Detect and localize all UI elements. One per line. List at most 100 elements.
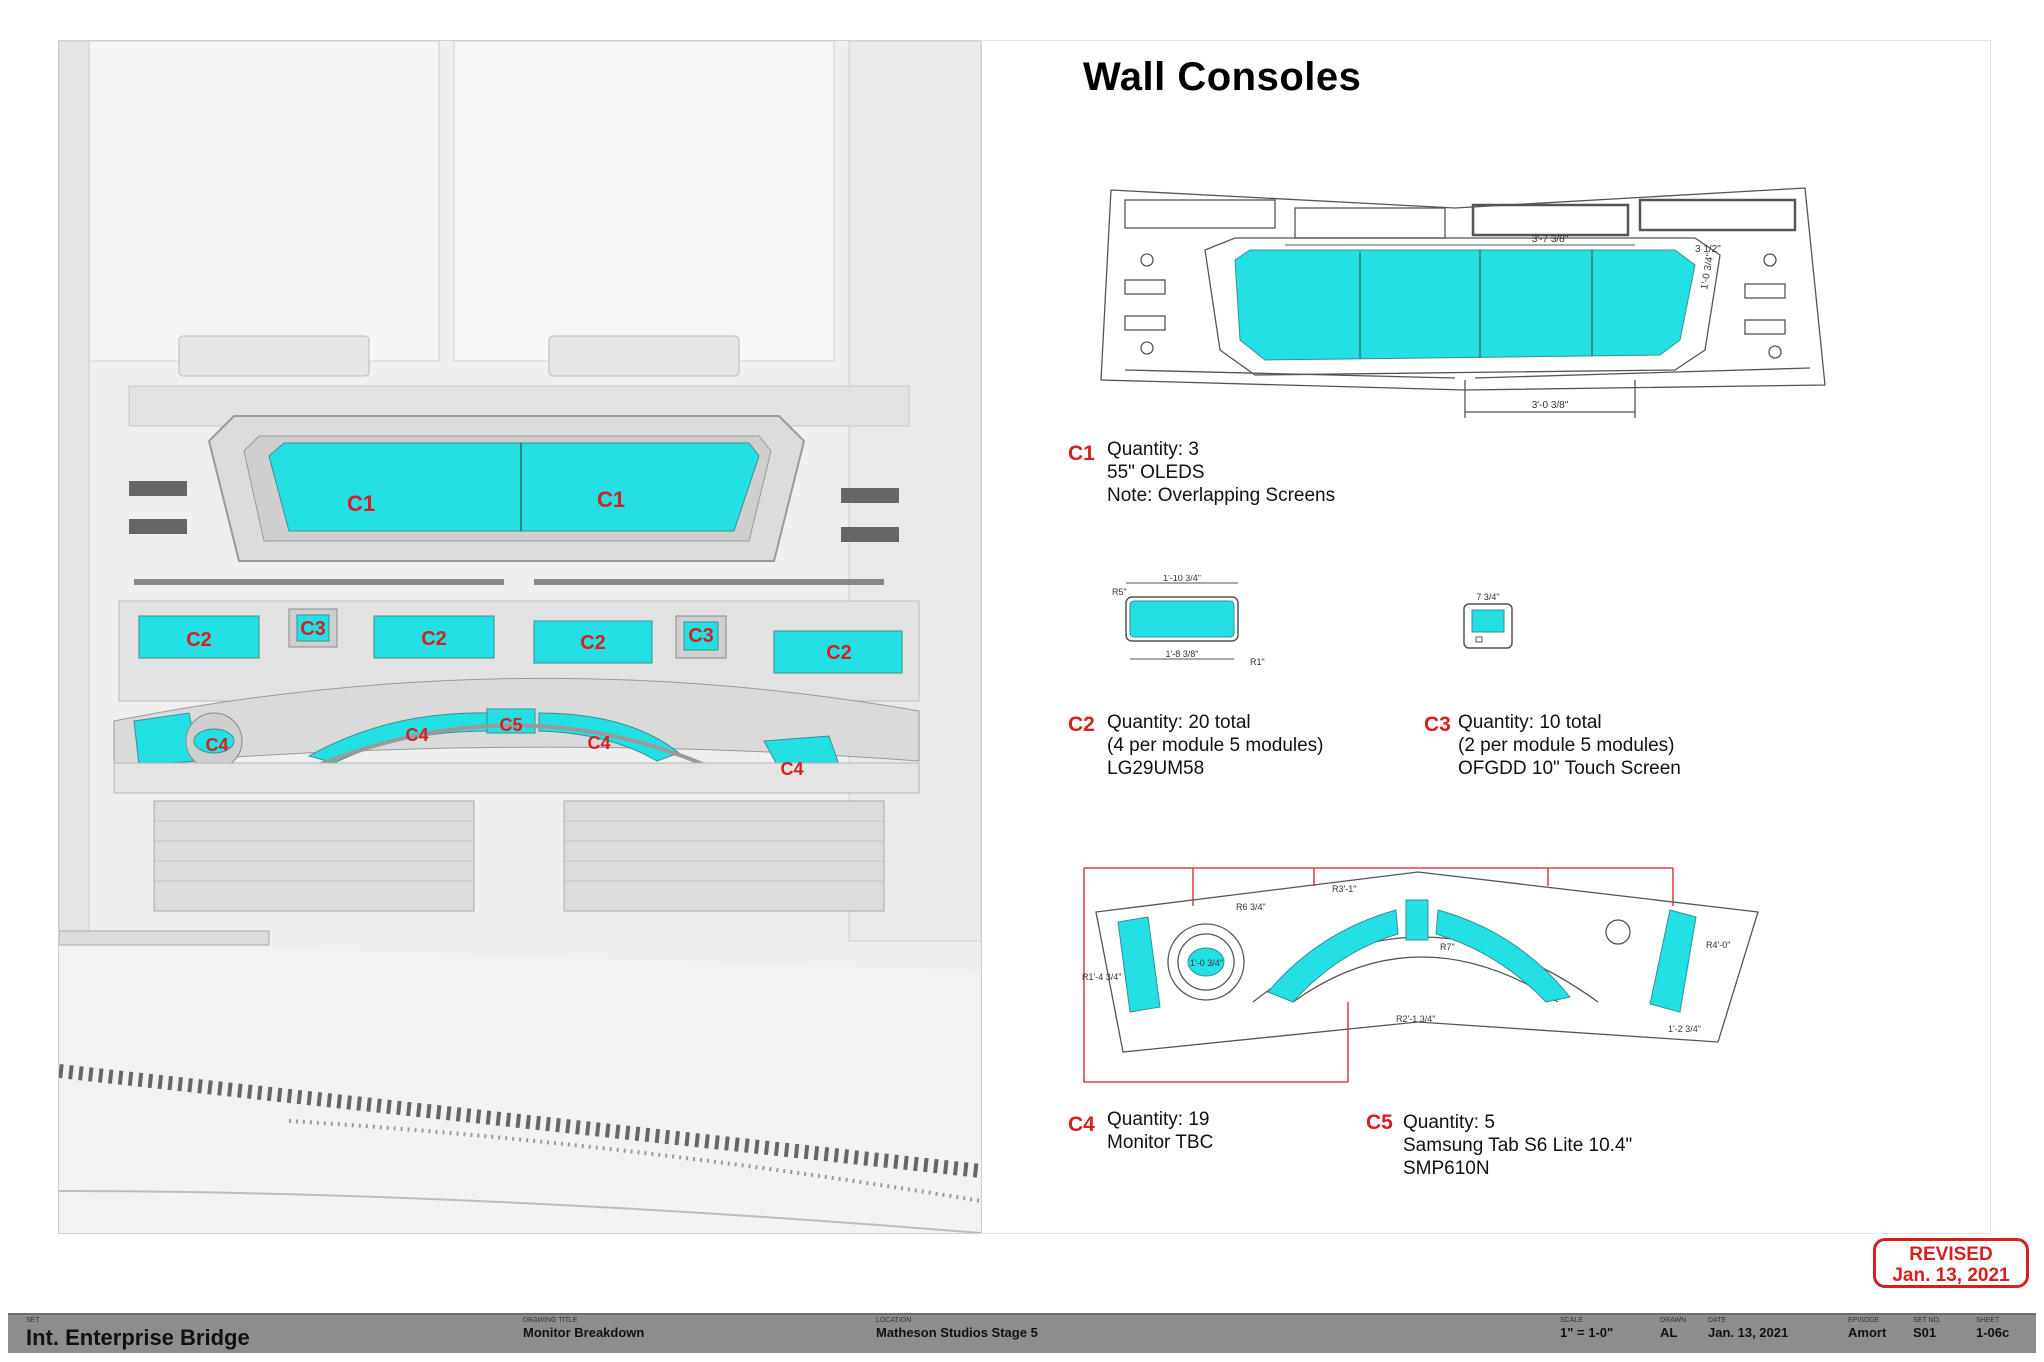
- c2-corner-dim: R1": [1250, 657, 1265, 667]
- c2-screen-render-2: [373, 615, 495, 659]
- title-block: Set Int. Enterprise Bridge Drawing Title…: [8, 1313, 2036, 1353]
- tb-episode: Episode Amort: [1848, 1317, 1886, 1340]
- c4-code-label: C4: [1068, 1113, 1095, 1136]
- c2-screen-render-3: [533, 620, 653, 664]
- c3-screen-render-1: [296, 614, 330, 642]
- c5-radius-dim: R7": [1440, 942, 1455, 952]
- c4-spec: Quantity: 19 Monitor TBC: [1107, 1108, 1213, 1154]
- tb-set-no: Set No. S01: [1913, 1317, 1941, 1340]
- revised-label: REVISED: [1909, 1244, 1993, 1265]
- c4-radius-dim: R4'-0": [1706, 940, 1730, 950]
- console-render: C1 C1 C2 C3 C2 C2 C3 C2 C4 C4 C5 C4 C4: [58, 40, 982, 1234]
- c1-depth-dim: 3 1/2": [1695, 244, 1721, 255]
- c1-spec-line: Quantity: 3: [1107, 439, 1199, 460]
- c1-screen-render: [268, 442, 760, 532]
- tb-set: Set Int. Enterprise Bridge: [26, 1317, 250, 1351]
- c4-radius-dim: R2'-1 3/4": [1396, 1014, 1435, 1024]
- render-label-c4: C4: [205, 735, 228, 755]
- c2-screen-drawing: [1129, 600, 1235, 638]
- c4-screen-drawing-1: [1117, 916, 1161, 1013]
- render-label-c2: C2: [186, 629, 212, 651]
- c4-screen-drawing-4: [1435, 909, 1571, 1003]
- c2-screen-render-4: [773, 630, 903, 674]
- c4-screen-drawing-5: [1649, 909, 1697, 1013]
- tb-scale-value: 1" = 1-0": [1560, 1325, 1614, 1340]
- c2-spec-line: LG29UM58: [1107, 758, 1205, 779]
- tb-sheet-value: 1-06c: [1976, 1325, 2010, 1340]
- render-label-c3: C3: [300, 618, 326, 640]
- tb-caption: Drawn: [1660, 1317, 1687, 1324]
- c3-screen-drawing: [1471, 609, 1505, 633]
- tb-set-name: Int. Enterprise Bridge: [26, 1325, 250, 1350]
- render-label-c2: C2: [826, 642, 852, 664]
- drawing-frame: [980, 40, 1991, 1234]
- c4-depth-dim: 1'-2 3/4": [1668, 1024, 1701, 1034]
- c1-screen-drawing: [1234, 249, 1696, 361]
- c3-screen-render-2: [683, 621, 719, 651]
- c2-drawing: 1'-10 3/4" 1'-8 3/8" R5" R1": [1110, 575, 1280, 675]
- render-label-c3: C3: [688, 625, 714, 647]
- c4-screen-drawing-2: [1187, 947, 1225, 977]
- c4-spec-line: Quantity: 19: [1107, 1109, 1210, 1130]
- render-label-c5: C5: [499, 715, 522, 735]
- c4-circle-dim: 1'-0 3/4": [1190, 958, 1223, 968]
- c5-code-label: C5: [1366, 1111, 1393, 1134]
- tb-sheet: Sheet 1-06c: [1976, 1317, 2009, 1340]
- render-label-c4: C4: [587, 733, 610, 753]
- tb-drawing-title-value: Monitor Breakdown: [523, 1325, 645, 1340]
- c4-radius-dim: R6 3/4": [1236, 902, 1266, 912]
- c1-spec: Quantity: 3 55" OLEDS Note: Overlapping …: [1107, 438, 1335, 507]
- tb-caption: Sheet: [1976, 1317, 2000, 1324]
- c2-spec: Quantity: 20 total (4 per module 5 modul…: [1107, 711, 1324, 780]
- c5-screen-drawing: [1405, 899, 1429, 941]
- c2-width-dim: 1'-10 3/4": [1163, 575, 1201, 583]
- c1-width-dim: 3'-7 3/8": [1532, 234, 1569, 245]
- tb-caption: Location: [876, 1317, 912, 1324]
- tb-date: Date Jan. 13, 2021: [1708, 1317, 1788, 1340]
- tb-episode-value: Amort: [1848, 1325, 1887, 1340]
- c4-spec-line: Monitor TBC: [1107, 1132, 1214, 1153]
- page-title: Wall Consoles: [1083, 55, 1362, 99]
- c2-screen-render-1: [138, 615, 260, 659]
- tb-caption: Drawing Title: [523, 1317, 578, 1324]
- tb-caption: Set No.: [1913, 1317, 1941, 1324]
- c2-inner-dim: 1'-8 3/8": [1166, 649, 1199, 659]
- c1-spec-line: 55" OLEDS: [1107, 462, 1205, 483]
- c3-code-label: C3: [1424, 713, 1451, 736]
- render-label-c1: C1: [597, 487, 625, 512]
- c3-spec-line: Quantity: 10 total: [1458, 712, 1602, 733]
- tb-caption: Date: [1708, 1317, 1727, 1324]
- console-render-illustration: C1 C1 C2 C3 C2 C2 C3 C2 C4 C4 C5 C4 C4: [59, 41, 981, 1233]
- c4-screen-drawing-3: [1267, 909, 1399, 1003]
- revised-stamp: REVISED Jan. 13, 2021: [1873, 1238, 2029, 1288]
- c2-radius-dim: R5": [1112, 587, 1127, 597]
- c3-width-dim: 7 3/4": [1476, 592, 1499, 602]
- revised-date: Jan. 13, 2021: [1892, 1265, 2010, 1286]
- tb-caption: Scale: [1560, 1317, 1583, 1324]
- tb-drawing-title: Drawing Title Monitor Breakdown: [523, 1317, 644, 1340]
- c3-spec-line: OFGDD 10" Touch Screen: [1458, 758, 1681, 779]
- tb-drawn-value: AL: [1660, 1325, 1678, 1340]
- c5-screen-render: [486, 708, 536, 734]
- c5-spec: Quantity: 5 Samsung Tab S6 Lite 10.4" SM…: [1403, 1111, 1632, 1180]
- c3-spec: Quantity: 10 total (2 per module 5 modul…: [1458, 711, 1681, 780]
- c4-radius-dim: R3'-1": [1332, 884, 1356, 894]
- tb-caption: Episode: [1848, 1317, 1880, 1324]
- c5-spec-line: Samsung Tab S6 Lite 10.4": [1403, 1135, 1633, 1156]
- c2-spec-line: (4 per module 5 modules): [1107, 735, 1324, 756]
- tb-date-value: Jan. 13, 2021: [1708, 1325, 1789, 1340]
- c1-base-dim: 3'-0 3/8": [1532, 400, 1569, 411]
- render-label-c1: C1: [347, 491, 375, 516]
- render-label-c2: C2: [421, 628, 447, 650]
- c1-spec-line: Note: Overlapping Screens: [1107, 485, 1336, 506]
- c4-c5-drawing: R1'-4 3/4" R6 3/4" R3'-1" R2'-1 3/4" R4'…: [1078, 862, 1788, 1092]
- c1-height-dim: 1'-0 3/4": [1699, 252, 1716, 290]
- tb-drawn: Drawn AL: [1660, 1317, 1686, 1340]
- c4-screen-render-2: [193, 728, 235, 754]
- c5-spec-line: Quantity: 5: [1403, 1112, 1495, 1133]
- tb-scale: Scale 1" = 1-0": [1560, 1317, 1613, 1340]
- c3-drawing: 7 3/4": [1452, 590, 1542, 660]
- render-label-c4: C4: [405, 725, 428, 745]
- tb-location-value: Matheson Studios Stage 5: [876, 1325, 1038, 1340]
